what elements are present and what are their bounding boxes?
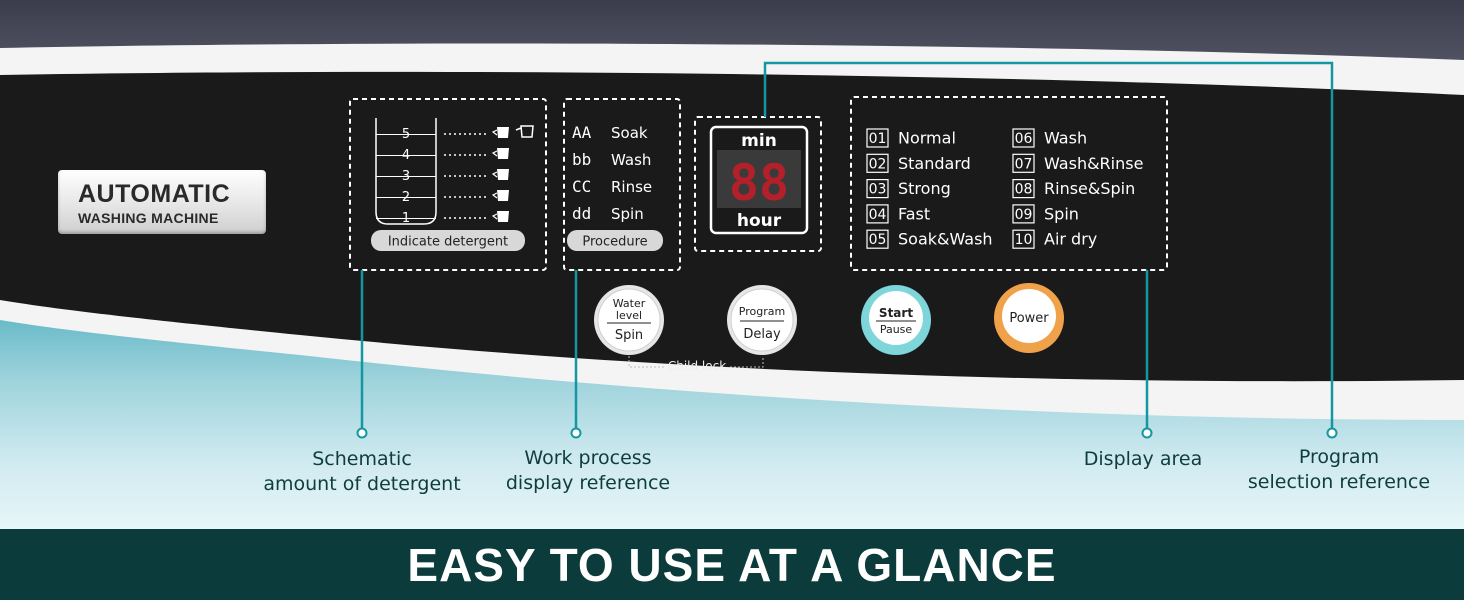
display-digits: 88 (729, 154, 789, 212)
program-label: Strong (898, 179, 951, 198)
program-number-box (866, 229, 889, 249)
water-label-1: Water (613, 297, 646, 310)
measuring-cup-icon (491, 127, 509, 138)
program-number-box (866, 153, 889, 173)
program-label: Spin (1044, 204, 1079, 223)
water-level-spin-button[interactable]: Water level Spin (594, 285, 664, 355)
caption-detergent: Schematic amount of detergent (222, 447, 502, 497)
power-button[interactable]: Power (994, 283, 1064, 353)
spin-label: Spin (615, 328, 643, 343)
program-label: Wash&Rinse (1044, 154, 1143, 173)
program-number: 03 (869, 182, 887, 198)
control-panel (0, 71, 1464, 382)
brand-line-2: WASHING MACHINE (78, 210, 219, 226)
display-hour-label: hour (737, 211, 782, 231)
program-number: 04 (869, 207, 887, 223)
power-label: Power (1009, 311, 1049, 326)
program-label: Program (739, 305, 785, 318)
display-min-label: min (741, 131, 777, 151)
delay-label: Delay (743, 327, 781, 342)
program-number-box (1012, 128, 1035, 148)
detergent-level-number: 2 (402, 190, 410, 205)
program-number: 02 (869, 156, 887, 172)
program-list: 01 Normal 02 Standard 03 Strong 04 Fast 05 Soak&W… (850, 96, 1168, 271)
caption-program: Program selection reference (1228, 445, 1450, 495)
program-number: 10 (1015, 232, 1033, 248)
procedure-code-glyph: dd (572, 204, 591, 223)
program-number-box (1012, 204, 1035, 224)
brand-logo: AUTOMATIC WASHING MACHINE (58, 170, 266, 234)
caption-program-line-1: Program (1298, 446, 1380, 468)
brand-line-1: AUTOMATIC (78, 180, 231, 208)
callout-lines (360, 61, 1334, 430)
detergent-level-number: 5 (402, 127, 410, 142)
program-number-box (1012, 229, 1035, 249)
detergent-label: Indicate detergent (388, 235, 508, 250)
program-number: 06 (1015, 131, 1033, 147)
caption-process-line-1: Work process (524, 447, 652, 469)
footer-banner: EASY TO USE AT A GLANCE (0, 529, 1464, 600)
program-number: 08 (1015, 182, 1033, 198)
caption-detergent-line-2: amount of detergent (263, 473, 461, 495)
detergent-level-number: 1 (402, 211, 410, 226)
procedure-step-label: Spin (611, 205, 644, 223)
caption-detergent-line-1: Schematic (312, 448, 412, 470)
program-number-box (1012, 179, 1035, 199)
start-pause-button[interactable]: Start Pause (861, 285, 931, 355)
detergent-level-number: 4 (402, 148, 410, 163)
program-delay-button[interactable]: Program Delay (727, 285, 797, 355)
measuring-cup-icon (491, 190, 509, 201)
procedure-code-glyph: CC (572, 177, 591, 196)
program-label: Wash (1044, 129, 1087, 148)
program-number-box (866, 128, 889, 148)
detergent-level-number: 3 (402, 169, 410, 184)
measuring-cup-icon (491, 169, 509, 180)
program-label: Soak&Wash (898, 230, 993, 249)
start-label: Start (879, 306, 913, 320)
program-label: Normal (898, 129, 956, 148)
program-number: 09 (1015, 207, 1033, 223)
program-number: 01 (869, 131, 887, 147)
program-number-box (866, 204, 889, 224)
caption-display-line-1: Display area (1083, 448, 1203, 470)
child-lock-label: Child lock (668, 359, 726, 373)
program-label: Fast (898, 204, 930, 223)
caption-display: Display area (1050, 447, 1236, 472)
detergent-indicator: 5 4 3 2 1 Indicate detergent (349, 98, 547, 271)
procedure-code-glyph: AA (572, 123, 592, 142)
water-label-2: level (616, 309, 642, 322)
procedure-label: Procedure (582, 235, 647, 250)
procedure-code-glyph: bb (572, 150, 591, 169)
procedure-step-label: Soak (611, 124, 648, 142)
pause-label: Pause (880, 323, 913, 336)
footer-title: EASY TO USE AT A GLANCE (407, 539, 1057, 591)
caption-program-line-2: selection reference (1247, 471, 1431, 493)
program-number-box (1012, 153, 1035, 173)
measuring-cup-icon (491, 148, 509, 159)
caption-process: Work process display reference (470, 446, 706, 496)
program-number: 07 (1015, 156, 1033, 172)
led-display: min 88 hour (694, 116, 822, 252)
program-number-box (866, 179, 889, 199)
pouring-cup-icon (515, 125, 534, 138)
callout-dots (356, 427, 1338, 439)
procedure-step-label: Wash (611, 151, 651, 169)
caption-process-line-2: display reference (505, 472, 671, 494)
program-label: Air dry (1044, 230, 1097, 249)
program-number: 05 (869, 232, 887, 248)
program-label: Rinse&Spin (1044, 179, 1135, 198)
program-label: Standard (898, 154, 971, 173)
procedure-step-label: Rinse (611, 178, 652, 196)
child-lock-indicator: Child lock (628, 356, 764, 373)
measuring-cup-icon (491, 211, 509, 222)
